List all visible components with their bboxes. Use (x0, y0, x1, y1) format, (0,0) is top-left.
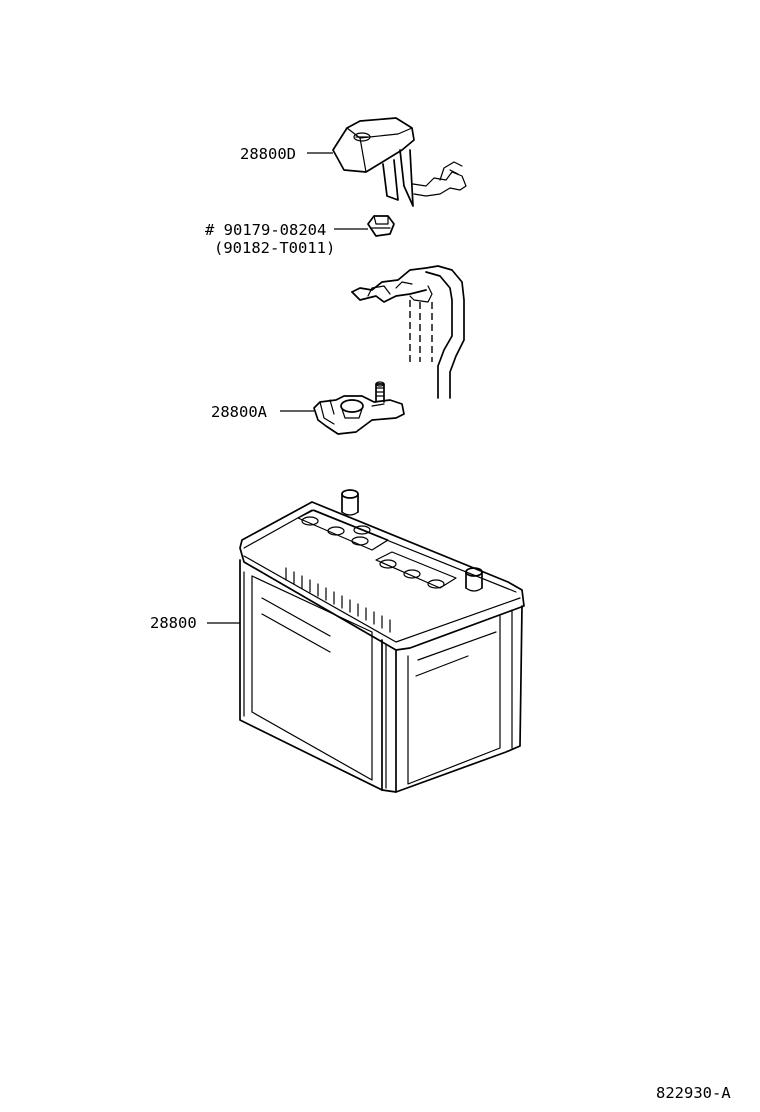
terminal-cover-icon (332, 117, 467, 207)
battery-icon (239, 489, 525, 793)
label-battery: 28800 (150, 614, 197, 632)
label-nut-alternate: (90182-T0011) (214, 239, 335, 257)
label-terminal-cover: 28800D (240, 145, 296, 163)
label-nut: # 90179-08204 (205, 221, 326, 239)
label-battery-terminal: 28800A (211, 403, 268, 421)
cable-clamp-icon (351, 265, 465, 399)
nut-icon (367, 215, 395, 237)
diagram-id: 822930-A (656, 1084, 731, 1102)
battery-terminal-icon (313, 381, 405, 435)
